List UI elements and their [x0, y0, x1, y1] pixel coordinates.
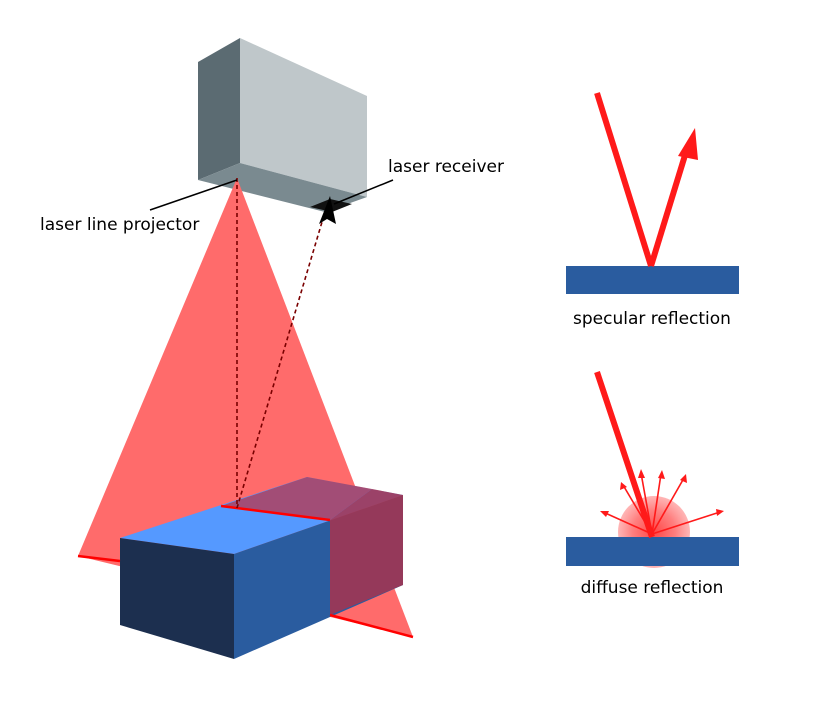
- diffuse-incident-beam: [594, 371, 655, 538]
- scanner-housing: [198, 38, 367, 212]
- diffuse-scatter-arrowheads: [600, 469, 724, 517]
- housing-side-face: [198, 38, 240, 180]
- diffuse-reflection-label: diffuse reflection: [581, 578, 724, 598]
- object-side-face: [120, 538, 234, 659]
- laser-overlay-top: [221, 477, 372, 520]
- specular-reflection-figure: specular reflection: [566, 92, 739, 329]
- scatter-ray-5: [651, 477, 685, 535]
- housing-bottom-face: [198, 163, 367, 212]
- specular-incident-beam: [594, 92, 654, 267]
- reflected-beam-dashed: [236, 221, 323, 509]
- laser-line-object-top: [220, 504, 331, 522]
- receiver-callout-line: [333, 179, 394, 205]
- laser-line-ground-right: [329, 613, 414, 639]
- scatter-arrowhead-4: [658, 470, 665, 479]
- specular-reflection-label: specular reflection: [573, 309, 731, 329]
- scatter-ray-3: [640, 472, 653, 535]
- scatter-arrowhead-3: [638, 469, 645, 478]
- scatter-ray-1: [602, 511, 653, 535]
- laser-overlay-front: [330, 489, 403, 615]
- specular-arrowhead: [678, 128, 698, 160]
- specular-reflected-beam: [648, 151, 689, 267]
- scatter-arrowhead-6: [716, 509, 724, 516]
- projector-callout-line: [149, 179, 238, 211]
- scatter-ray-2: [622, 484, 653, 535]
- scatter-arrowhead-5: [680, 474, 687, 483]
- scatter-ray-4: [651, 473, 662, 535]
- diffuse-scatter-rays: [602, 472, 721, 535]
- laser-line-trace: [77, 504, 414, 639]
- laser-receiver-label: laser receiver: [388, 157, 504, 177]
- scatter-arrowhead-1: [600, 511, 609, 517]
- laser-line-ground-left: [77, 554, 121, 563]
- scatter-ray-6: [651, 511, 721, 535]
- diffuse-reflection-figure: diffuse reflection: [566, 371, 739, 598]
- housing-front-face: [240, 38, 367, 197]
- receiver-arrowhead: [319, 196, 336, 224]
- diffuse-surface: [566, 537, 739, 566]
- scatter-arrowhead-2: [620, 482, 627, 490]
- specular-surface: [566, 266, 739, 294]
- laser-line-projector-label: laser line projector: [40, 215, 199, 235]
